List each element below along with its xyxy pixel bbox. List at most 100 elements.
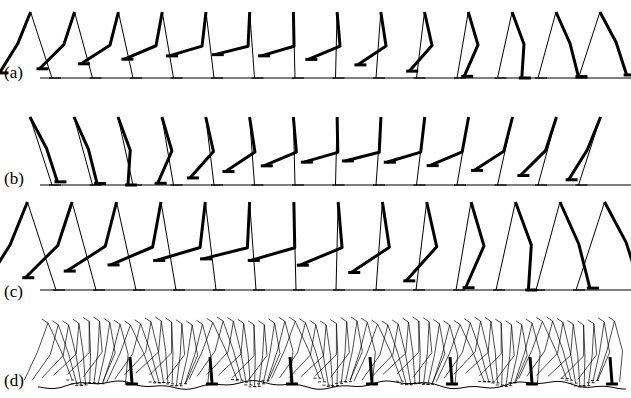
swing-leg — [81, 12, 118, 64]
swing-leg — [387, 117, 425, 162]
strobe-leg — [432, 325, 449, 384]
swing-leg — [512, 12, 524, 78]
swing-leg — [515, 202, 531, 291]
strobe-leg — [388, 325, 407, 384]
swing-leg — [474, 117, 512, 170]
stance-leg — [161, 202, 176, 290]
strobe-leg — [98, 322, 110, 383]
stance-shank — [530, 357, 532, 383]
stance-foot — [414, 184, 426, 185]
strobe-leg — [24, 323, 48, 380]
stance-foot — [53, 289, 65, 290]
swing-leg — [158, 117, 172, 183]
strobe-leg — [84, 321, 103, 377]
stance-leg — [579, 12, 600, 78]
swing-leg — [156, 202, 205, 261]
strobe-leg — [161, 321, 168, 383]
strobe-leg — [150, 322, 172, 375]
swing-leg — [0, 202, 27, 283]
swing-leg — [300, 202, 342, 265]
strobe-hip — [269, 319, 275, 323]
stance-foot — [173, 289, 185, 290]
strobe-hip — [114, 320, 120, 324]
stance-foot — [211, 184, 223, 185]
strobe-hip — [258, 321, 264, 325]
strobe-foot — [322, 385, 330, 386]
strobe-foot — [396, 381, 404, 382]
swing-foot — [471, 169, 483, 172]
ground-line — [40, 78, 631, 79]
swing-leg — [215, 12, 250, 55]
stance-foot — [495, 184, 507, 185]
stance-foot — [292, 77, 304, 78]
strobe-hip — [454, 320, 460, 324]
strobe-foot — [162, 382, 170, 383]
strobe-leg — [578, 324, 597, 380]
swing-foot — [78, 62, 90, 65]
gait-row — [30, 117, 631, 185]
strobe-leg — [345, 321, 357, 382]
swing-leg — [169, 12, 206, 56]
stance-foot — [413, 289, 425, 290]
strobe-hip — [361, 318, 367, 322]
swing-foot — [108, 263, 120, 266]
stance-leg — [376, 12, 381, 78]
stance-leg — [118, 117, 133, 185]
stance-shank — [450, 357, 452, 383]
strobe-hip — [341, 318, 347, 322]
stance-foot — [49, 184, 61, 185]
strobe-leg — [203, 324, 211, 385]
gait-row — [24, 317, 626, 389]
stance-shank — [210, 357, 212, 383]
strobe-foot — [244, 384, 252, 385]
strobe-foot — [487, 381, 495, 382]
strobe-hip — [176, 320, 182, 324]
swing-leg — [569, 117, 601, 180]
swing-leg — [190, 117, 214, 178]
strobe-hip — [279, 317, 285, 321]
strobe-leg — [588, 324, 594, 386]
strobe-foot — [418, 383, 426, 384]
swing-foot — [153, 259, 165, 262]
strobe-foot — [587, 382, 595, 383]
strobe-hip — [506, 321, 512, 325]
stance-foot — [171, 184, 183, 185]
strobe-foot — [578, 386, 586, 387]
strobe-foot — [496, 384, 504, 385]
swing-leg — [67, 202, 117, 271]
strobe-hip — [238, 319, 244, 323]
swing-foot — [36, 67, 48, 70]
stance-foot — [252, 184, 264, 185]
strobe-hip — [413, 317, 419, 321]
swing-foot — [384, 161, 396, 164]
strobe-foot — [509, 382, 517, 383]
panel-label: (b) — [4, 170, 24, 187]
stance-foot — [535, 77, 547, 78]
stance-leg — [205, 202, 216, 290]
stance-foot — [493, 289, 505, 290]
strobe-hip — [516, 321, 522, 325]
strobe-hip — [73, 319, 79, 323]
strobe-hip — [186, 321, 192, 325]
strobe-leg — [244, 323, 251, 385]
stance-foot — [373, 289, 385, 290]
stance-foot — [49, 77, 61, 78]
swing-foot — [348, 271, 360, 274]
strobe-hip — [155, 317, 161, 321]
strobe-leg — [506, 325, 512, 387]
strobe-leg — [232, 325, 254, 378]
swing-leg — [464, 12, 478, 76]
strobe-hip — [124, 321, 130, 325]
ground-line — [40, 185, 631, 186]
strobe-leg — [515, 323, 532, 382]
stance-foot — [533, 289, 545, 290]
stance-leg — [536, 202, 560, 290]
swing-leg — [304, 117, 338, 162]
stance-foot — [454, 184, 466, 185]
strobe-foot — [492, 382, 500, 383]
stance-foot — [293, 289, 305, 290]
swing-leg — [600, 12, 627, 75]
strobe-leg — [259, 325, 265, 387]
strobe-foot — [71, 383, 79, 384]
strobe-hip — [145, 318, 151, 322]
